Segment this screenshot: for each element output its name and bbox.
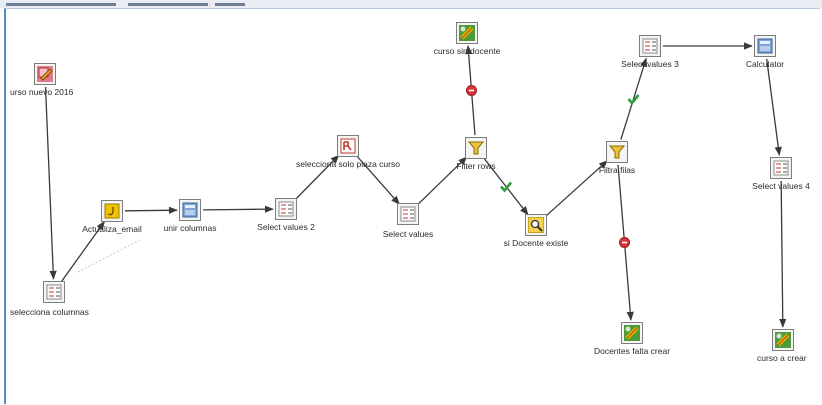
step-label: selecciona columnas (10, 307, 89, 317)
step-unir-columnas[interactable] (179, 199, 201, 221)
step-label: Select values (382, 229, 434, 239)
output-icon (775, 332, 791, 348)
filter-icon (468, 141, 484, 155)
step-label: unir columnas (163, 223, 217, 233)
true-condition-icon (500, 181, 513, 193)
select-values-icon (400, 206, 416, 222)
lookup-icon (528, 217, 544, 233)
true-condition-icon (627, 94, 640, 106)
table-input-icon (37, 66, 53, 82)
step-docentes-falta-crear[interactable] (621, 322, 643, 344)
step-curso-a-crear[interactable] (772, 329, 794, 351)
step-label: Actualiza_email (82, 224, 142, 234)
hop-curso-nuevo-2016-to-selecciona-columnas[interactable] (44, 86, 57, 280)
hop-select-values-2-to-selecciona-solo-plaza-curso[interactable] (294, 154, 340, 201)
javascript-icon (104, 203, 120, 219)
step-filtra-filas[interactable] (606, 141, 628, 163)
hop-selecciona-columnas-to-actualiza-email[interactable] (61, 220, 105, 282)
step-si-docente-existe[interactable] (525, 214, 547, 236)
hop-actualiza-email-to-unir-columnas[interactable] (124, 206, 178, 214)
output-icon (624, 325, 640, 341)
step-label: urso nuevo 2016 (10, 87, 74, 97)
step-filter-rows[interactable] (465, 137, 487, 159)
step-label: Filtra filas (598, 165, 636, 175)
hop-select-values-4-to-curso-a-crear[interactable] (779, 180, 787, 328)
hop-filtra-filas-to-select-values-3[interactable] (620, 57, 648, 140)
select-values-icon (278, 201, 294, 217)
step-label: Calculator (745, 59, 785, 69)
step-select-values-4[interactable] (770, 157, 792, 179)
step-selecciona-solo-plaza-curso[interactable] (337, 135, 359, 157)
step-curso-sin-docente[interactable] (456, 22, 478, 44)
step-select-values-3[interactable] (639, 35, 661, 57)
hop-calculator-to-select-values-4[interactable] (766, 58, 782, 157)
title-bar-segment (6, 3, 116, 6)
filter-icon (609, 145, 625, 159)
calculator-icon (182, 202, 198, 218)
hop-select-values-to-filter-rows[interactable] (416, 156, 468, 206)
step-curso-nuevo-2016[interactable] (34, 63, 56, 85)
step-actualiza-email[interactable] (101, 200, 123, 222)
output-icon (459, 25, 475, 41)
hop-unir-columnas-to-select-values-2[interactable] (202, 205, 274, 213)
step-selecciona-columnas[interactable] (43, 281, 65, 303)
title-bar-segment (215, 3, 245, 6)
select-values-icon (773, 160, 789, 176)
step-label: curso a crear (757, 353, 807, 363)
select-values-icon (642, 38, 658, 54)
step-label: Filter rows (456, 161, 496, 171)
hop-si-docente-existe-to-filtra-filas[interactable] (545, 160, 609, 217)
title-bar-segment (128, 3, 208, 6)
step-label: selecciona solo plaza curso (296, 159, 400, 169)
step-label: Select values 3 (621, 59, 679, 69)
step-label: si Docente existe (503, 238, 569, 248)
step-select-values-2[interactable] (275, 198, 297, 220)
title-bar (0, 0, 822, 8)
select-values-icon (46, 284, 62, 300)
step-label: curso sin docente (433, 46, 501, 56)
step-label: Docentes falta crear (593, 346, 671, 356)
step-select-values[interactable] (397, 203, 419, 225)
hop-filter-rows-to-si-docente-existe[interactable] (483, 157, 529, 216)
canvas-frame (4, 8, 820, 404)
hop-selecciona-solo-plaza-curso-to-select-values[interactable] (356, 155, 401, 205)
step-label: Select values 2 (257, 222, 315, 232)
calculator-icon (757, 38, 773, 54)
unique-rows-icon (340, 138, 356, 154)
step-label: Select values 4 (752, 181, 810, 191)
step-calculator[interactable] (754, 35, 776, 57)
